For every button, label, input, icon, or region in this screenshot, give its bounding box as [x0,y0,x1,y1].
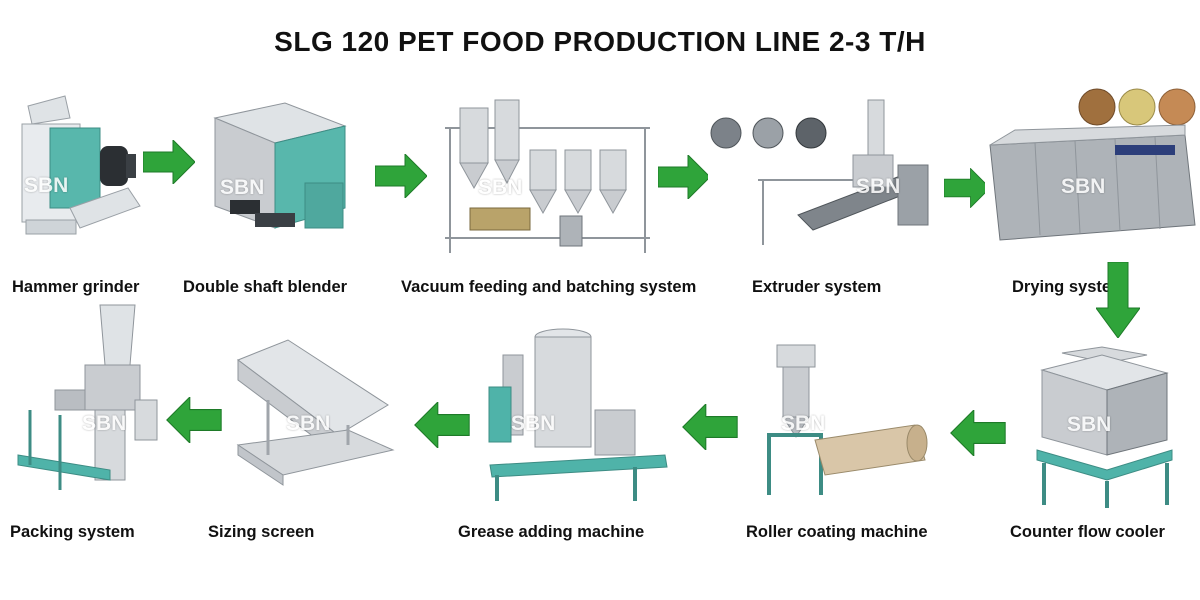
watermark-label: SBN [1061,175,1106,198]
flow-arrow-left-icon [414,402,470,448]
flow-arrow-left-icon [682,404,738,450]
flow-arrow-right-icon [375,154,427,198]
flow-arrow-right-icon [143,140,195,184]
machine-label: Hammer grinder [12,278,140,296]
flow-arrow-left-icon [950,410,1006,456]
hammer-grinder-image: SBN [10,88,150,248]
watermark-label: SBN [1067,413,1112,436]
watermark-label: SBN [478,176,523,199]
roller-coating-machine-image: SBN [755,335,930,500]
flow-arrow-right-icon [658,155,710,199]
watermark-label: SBN [781,412,826,435]
flow-arrow-down-icon [1096,262,1140,338]
machine-label: Sizing screen [208,523,315,541]
machine-label: Roller coating machine [746,523,928,541]
grease-adding-machine-image: SBN [485,315,670,505]
double-shaft-blender-image: SBN [195,88,370,253]
sizing-screen-image: SBN [228,335,398,495]
machine-label: Counter flow cooler [1010,523,1165,541]
page-title: SLG 120 PET FOOD PRODUCTION LINE 2-3 T/H [274,26,926,57]
watermark-label: SBN [82,412,127,435]
packing-system-image: SBN [10,300,165,500]
extruder-system-image: SBN [708,95,943,260]
machine-label: Extruder system [752,278,882,296]
machine-label: Drying system [1012,278,1126,296]
drying-system-image: SBN [985,85,1197,245]
machine-label: Double shaft blender [183,278,348,296]
machine-label: Vacuum feeding and batching system [401,278,697,296]
counter-flow-cooler-image: SBN [1022,345,1182,510]
machine-label: Grease adding machine [458,523,645,541]
flow-arrow-right-icon [944,168,990,208]
machine-label: Packing system [10,523,135,541]
watermark-label: SBN [856,175,901,198]
vacuum-feeding-system-image: SBN [430,88,665,268]
flow-arrow-left-icon [166,397,222,443]
watermark-label: SBN [220,176,265,199]
watermark-label: SBN [24,174,69,197]
watermark-label: SBN [511,412,556,435]
watermark-label: SBN [286,412,331,435]
